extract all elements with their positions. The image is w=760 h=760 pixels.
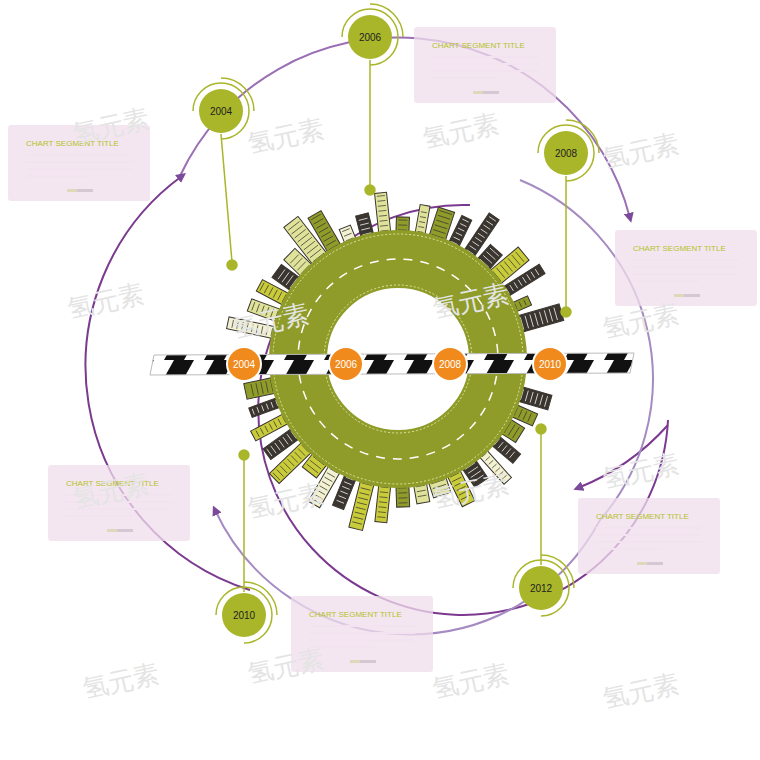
- year-pin: 2012: [519, 566, 563, 610]
- year-label: 2008: [439, 359, 461, 370]
- text-panel: CHART SEGMENT TITLE: [578, 498, 720, 574]
- year-label: 2012: [530, 583, 552, 594]
- timeline-dot: 2008: [432, 346, 468, 382]
- leader-line: [540, 432, 542, 565]
- timeline-dot: 2006: [328, 346, 364, 382]
- watermark: 氢元素: [599, 126, 683, 176]
- year-pin: 2008: [544, 131, 588, 175]
- leader-line: [221, 134, 232, 262]
- timeline-dot: 2010: [532, 346, 568, 382]
- building: [375, 482, 391, 523]
- year-label: 2008: [555, 148, 577, 159]
- watermark: 氢元素: [419, 106, 503, 156]
- timeline-dot: 2004: [226, 346, 262, 382]
- segment-title: CHART SEGMENT TITLE: [309, 610, 415, 619]
- leader-line: [565, 176, 567, 310]
- watermark: 氢元素: [64, 276, 148, 326]
- swirl-arc: [180, 37, 630, 218]
- year-pin: 2010: [222, 593, 266, 637]
- year-pin: 2006: [348, 15, 392, 59]
- segment-title: CHART SEGMENT TITLE: [596, 512, 702, 521]
- leader-line: [369, 60, 371, 188]
- watermark: 氢元素: [244, 641, 328, 691]
- text-panel: CHART SEGMENT TITLE: [414, 27, 556, 103]
- watermark: 氢元素: [429, 656, 513, 706]
- segment-title: CHART SEGMENT TITLE: [633, 244, 739, 253]
- year-label: 2006: [359, 32, 381, 43]
- year-label: 2004: [233, 359, 255, 370]
- year-label: 2006: [335, 359, 357, 370]
- watermark: 氢元素: [599, 666, 683, 716]
- watermark: 氢元素: [599, 296, 683, 346]
- building: [375, 192, 391, 236]
- watermark: 氢元素: [244, 111, 328, 161]
- segment-title: CHART SEGMENT TITLE: [432, 41, 538, 50]
- watermark: 氢元素: [244, 476, 328, 526]
- watermark: 氢元素: [599, 446, 683, 496]
- leader-line: [243, 458, 245, 592]
- text-panel: CHART SEGMENT TITLE: [615, 230, 757, 306]
- year-label: 2010: [539, 359, 561, 370]
- year-label: 2004: [210, 106, 232, 117]
- watermark: 氢元素: [79, 656, 163, 706]
- year-pin: 2004: [199, 89, 243, 133]
- pin-halo: [193, 4, 599, 643]
- year-label: 2010: [233, 610, 255, 621]
